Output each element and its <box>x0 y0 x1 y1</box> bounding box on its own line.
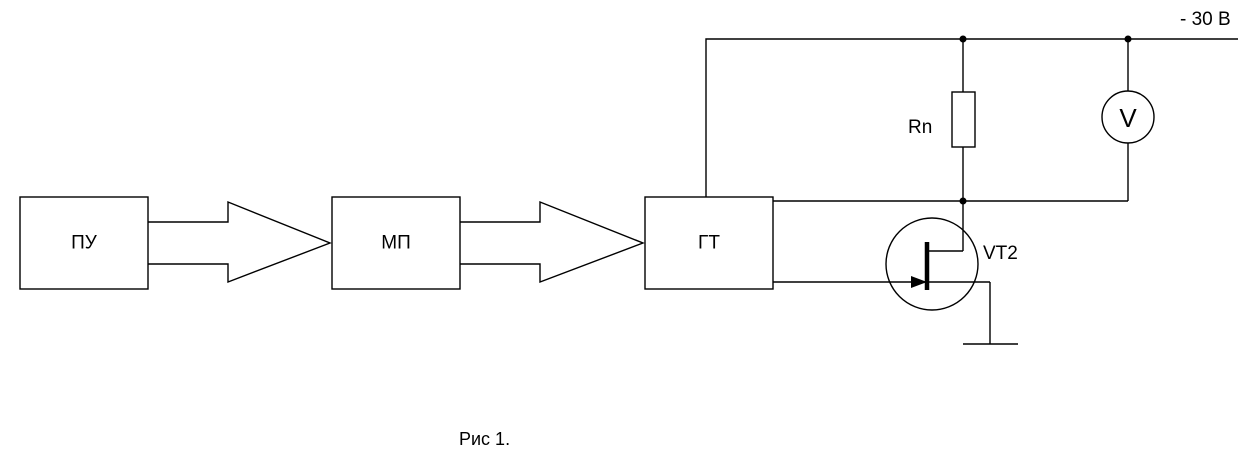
arrow-pu-to-mp <box>148 200 332 284</box>
block-gt <box>644 196 774 290</box>
block-pu <box>19 196 149 290</box>
supply-rail <box>705 38 1238 197</box>
voltmeter-label: V <box>1119 103 1137 133</box>
supply-voltage-label: - 30 В <box>1180 9 1231 30</box>
block-mp-label: МП <box>381 232 411 254</box>
resistor-rn <box>951 91 976 148</box>
figure-caption: Рис 1. <box>459 429 511 449</box>
block-pu-label: ПУ <box>71 232 97 254</box>
block-gt-label: ГТ <box>698 232 720 254</box>
resistor-label: Rn <box>908 117 933 138</box>
transistor-label: VT2 <box>983 243 1018 264</box>
block-mp <box>331 196 461 290</box>
arrow-mp-to-gt <box>460 200 645 284</box>
transistor-vt2 <box>773 201 1018 345</box>
